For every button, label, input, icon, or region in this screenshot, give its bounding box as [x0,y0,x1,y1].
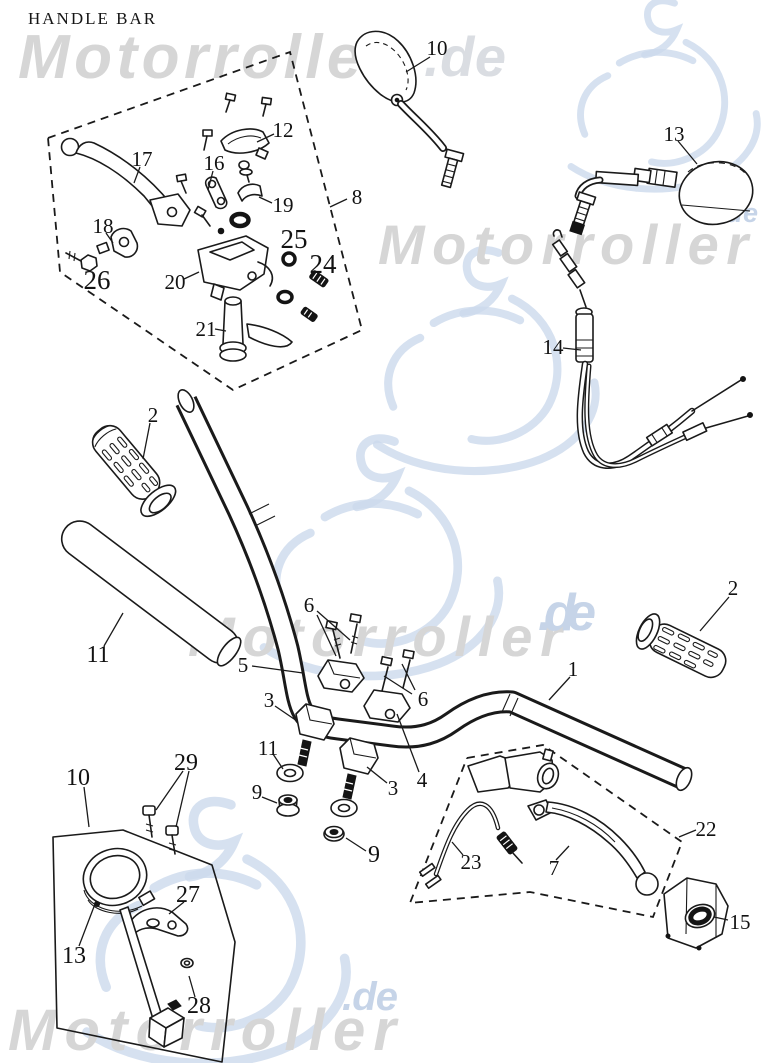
watermark-text-upper-right: Motorroller [378,213,751,276]
part-washers-nuts [276,763,358,842]
callout-8: 8 [352,185,363,209]
callout-18: 18 [93,214,114,238]
callout-4: 4 [417,768,428,792]
part-mirror-right [569,160,754,236]
callout-3-b: 3 [388,776,399,800]
callout-labels: HANDLE BAR 10 13 12 17 16 8 19 18 25 24 … [28,9,751,1019]
part-handlebar [175,389,693,792]
part-handlebar-nut [663,877,729,951]
callout-6-a: 6 [304,593,315,617]
callout-22: 22 [696,817,717,841]
part-mirror-left [354,30,465,189]
callout-19: 19 [273,193,294,217]
callout-15: 15 [730,910,751,934]
part-grip-left [91,424,177,518]
group-lever-master-cylinder [47,50,364,392]
group-brake-lever-switch [408,744,684,919]
scooter-watermark-icon [377,250,596,471]
callout-27: 27 [176,882,200,908]
callout-2-right: 2 [728,576,739,600]
watermark-suffix-top: .de [424,25,506,88]
callout-20: 20 [165,270,186,294]
callout-23: 23 [461,850,482,874]
callout-2-left: 2 [148,403,159,427]
leader-lines [78,56,730,998]
callout-9-b: 9 [368,842,380,868]
callout-25: 25 [281,224,308,254]
part-riser-clamps [295,613,415,800]
callout-17: 17 [132,147,153,171]
part-grip-right [635,613,727,679]
watermark-suffix-bottom: .de [342,975,398,1019]
callout-13-speedo: 13 [62,943,86,969]
callout-9-a: 9 [252,780,263,804]
watermark-suffix-middle: .de [538,584,596,642]
callout-14: 14 [543,335,565,359]
callout-29: 29 [174,750,198,776]
callout-16: 16 [204,151,225,175]
callout-28: 28 [187,993,211,1019]
callout-11-pad: 11 [86,642,109,668]
callout-10-speedo: 10 [66,765,90,791]
scooter-watermark-icon [571,1,757,189]
page-title: HANDLE BAR [28,9,157,28]
callout-12: 12 [273,118,294,142]
group-speedometer [52,805,236,1063]
callout-7: 7 [549,856,560,880]
callout-13-mirror: 13 [664,122,685,146]
callout-5: 5 [238,653,249,677]
callout-1: 1 [568,657,579,681]
callout-11-washer: 11 [258,736,278,760]
callout-10-mirror: 10 [427,36,448,60]
callout-3-a: 3 [264,688,275,712]
watermark-text-top: Motorroller [18,23,393,92]
callout-6-b: 6 [418,687,429,711]
callout-21: 21 [196,317,217,341]
callout-26: 26 [84,265,111,295]
part-handlebar-pad [60,520,242,667]
callout-24: 24 [310,249,338,279]
